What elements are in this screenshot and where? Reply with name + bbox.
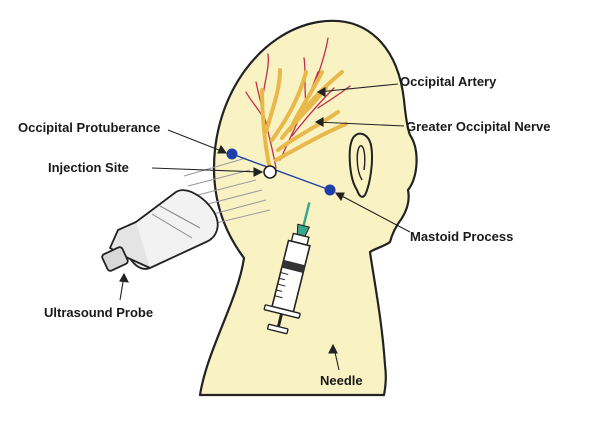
occipital-protuberance-dot <box>226 148 238 160</box>
label-injection-site: Injection Site <box>48 160 129 175</box>
landmark-line <box>231 153 331 191</box>
plunger-seal <box>281 259 306 273</box>
needle-shaft <box>302 202 311 226</box>
ear <box>348 132 374 198</box>
leader-lines <box>119 83 411 371</box>
syringe <box>263 202 311 335</box>
ultrasound-probe <box>101 189 219 272</box>
ultrasound-waves <box>183 157 271 225</box>
plunger-rod <box>276 313 283 327</box>
label-occipital-artery: Occipital Artery <box>400 74 497 89</box>
label-occipital-protuberance: Occipital Protuberance <box>18 120 160 135</box>
label-greater-occipital-nerve: Greater Occipital Nerve <box>406 119 551 134</box>
label-mastoid-process: Mastoid Process <box>410 229 513 244</box>
injection-site-marker <box>263 165 277 179</box>
label-needle: Needle <box>320 373 363 388</box>
label-ultrasound-probe: Ultrasound Probe <box>44 305 153 320</box>
ear-inner <box>356 145 366 181</box>
mastoid-process-dot <box>324 184 336 196</box>
